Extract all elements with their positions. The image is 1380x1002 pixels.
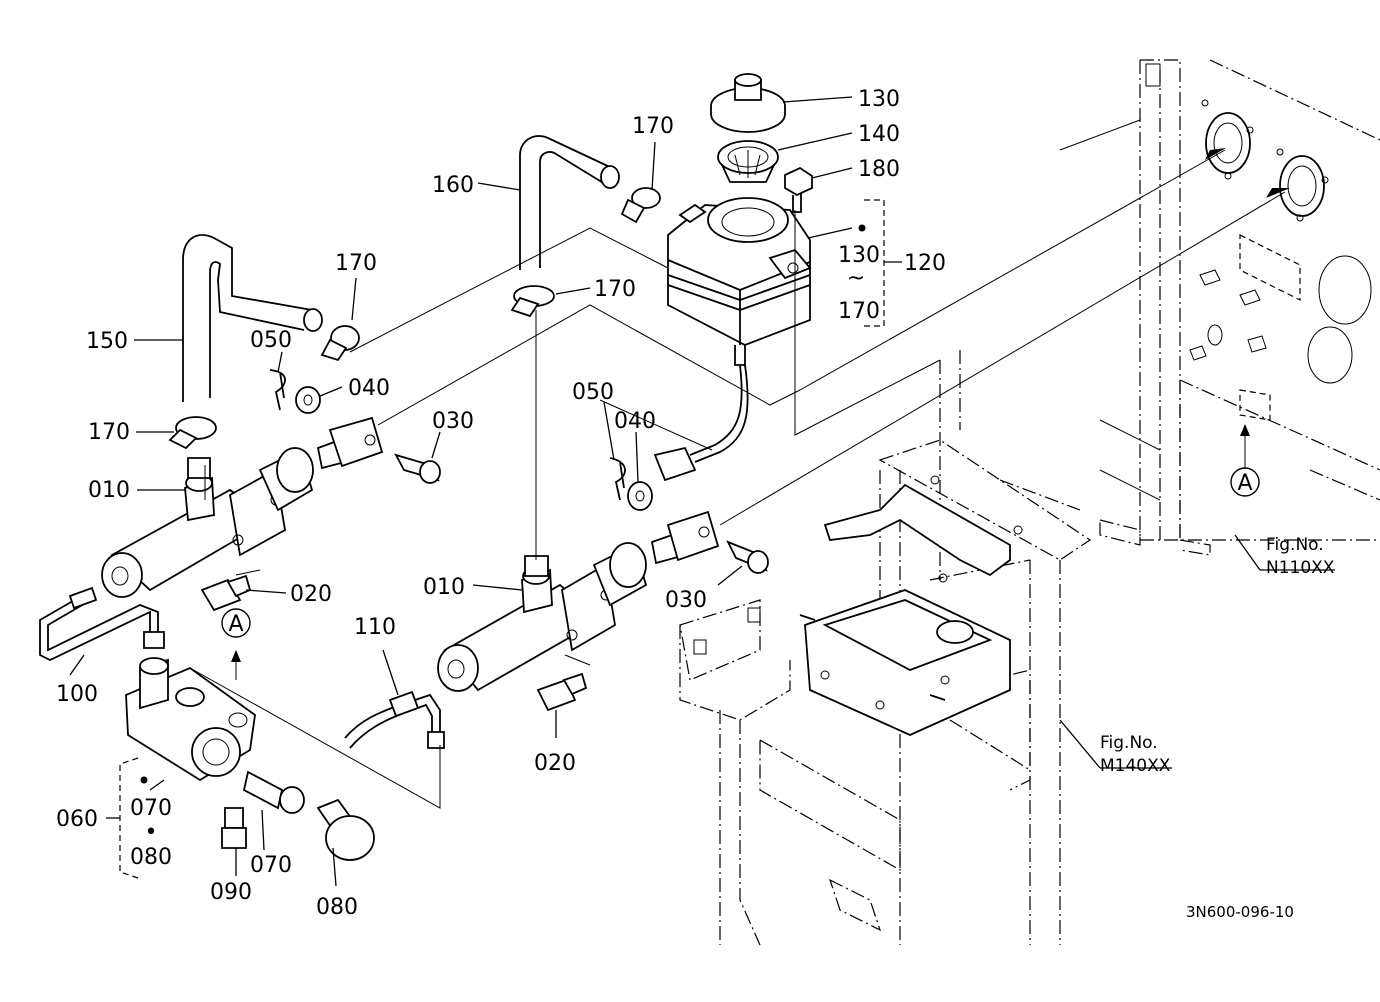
callout-range-top: 130 <box>838 243 880 268</box>
callout-020-left: 020 <box>290 582 332 607</box>
reservoir-tank <box>653 197 812 482</box>
master-cylinder-1 <box>101 416 384 598</box>
bolt-180 <box>784 166 813 213</box>
callout-range-tilde: ~ <box>847 266 865 291</box>
pedal-bracket <box>799 483 1011 736</box>
callout-010-left: 010 <box>88 478 130 503</box>
callout-040-left: 040 <box>348 376 390 401</box>
master-cylinder-2 <box>437 510 720 692</box>
joint-block-060 <box>125 657 256 782</box>
pipe-110 <box>344 690 445 749</box>
callout-040-center: 040 <box>614 409 656 434</box>
ref-circle-a-left: A <box>221 608 251 638</box>
callout-170-left: 170 <box>335 251 377 276</box>
pin-030-b <box>726 540 769 574</box>
callout-range-bottom: 170 <box>838 299 880 324</box>
callout-130: 130 <box>858 87 900 112</box>
callout-050-center: 050 <box>572 380 614 405</box>
callout-170-top: 170 <box>632 114 674 139</box>
callout-060: 060 <box>56 807 98 832</box>
reservoir-cap <box>710 73 786 133</box>
hose-150 <box>182 234 323 402</box>
fig-ref-1-label: Fig.No. <box>1266 535 1324 555</box>
callout-080: 080 <box>316 895 358 920</box>
callout-180: 180 <box>858 157 900 182</box>
washer-040-b <box>627 481 653 511</box>
callout-070-group: 070 <box>130 796 172 821</box>
hose-clamp-170-mid <box>510 285 555 318</box>
part-callouts: 130 140 180 170 160 170 170 150 050 040 … <box>56 87 946 920</box>
figure-references: Fig.No. N110XX Fig.No. M140XX <box>1100 535 1335 776</box>
callout-100: 100 <box>56 682 98 707</box>
hose-clamp-170-bottom <box>168 416 217 450</box>
callout-160: 160 <box>432 173 474 198</box>
cab-frame-panel <box>1059 59 1380 556</box>
callout-140: 140 <box>858 122 900 147</box>
ref-circle-a-right: A <box>1230 467 1260 497</box>
bolt-020-b <box>536 672 588 712</box>
callout-150: 150 <box>86 329 128 354</box>
callout-170-bottom: 170 <box>88 420 130 445</box>
callout-050-left: 050 <box>250 328 292 353</box>
callout-080-group: 080 <box>130 845 172 870</box>
washer-040-a <box>295 386 321 414</box>
clip-050-b <box>609 457 626 501</box>
valve-070 <box>242 770 305 814</box>
callout-020-center: 020 <box>534 751 576 776</box>
fig-ref-2-label: Fig.No. <box>1100 733 1158 753</box>
callout-110: 110 <box>354 615 396 640</box>
clip-050-a <box>269 369 286 411</box>
ref-label-a-left: A <box>228 612 243 637</box>
callout-030-left: 030 <box>432 409 474 434</box>
callout-group-separator: • <box>145 820 158 845</box>
callout-030-center: 030 <box>665 588 707 613</box>
callout-090: 090 <box>210 880 252 905</box>
hose-clamp-170-top <box>620 187 661 224</box>
pin-030-a <box>394 453 441 484</box>
callout-010-center: 010 <box>423 575 465 600</box>
callout-120: 120 <box>904 251 946 276</box>
pipe-100 <box>39 586 165 662</box>
drawing-code: 3N600-096-10 <box>1186 903 1294 921</box>
callout-070: 070 <box>250 853 292 878</box>
plug-080 <box>316 798 375 861</box>
hose-clamp-170-left <box>320 325 360 362</box>
ref-label-a-right: A <box>1237 471 1252 496</box>
bolt-090 <box>221 807 247 849</box>
fig-ref-2-number: M140XX <box>1100 756 1171 776</box>
callout-170-mid: 170 <box>594 277 636 302</box>
leader-lines <box>69 96 1335 887</box>
hose-160 <box>519 135 620 270</box>
fig-ref-1-number: N110XX <box>1266 558 1335 578</box>
bolt-020-a <box>200 574 252 612</box>
strainer <box>717 140 779 183</box>
